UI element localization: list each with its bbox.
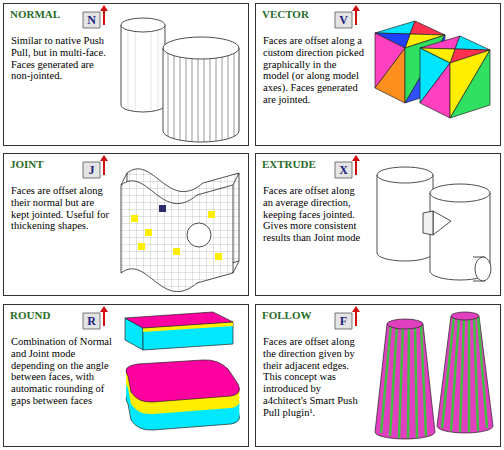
round-illustration bbox=[125, 312, 239, 430]
vector-illustration bbox=[375, 21, 490, 118]
panel-title: FOLLOW bbox=[262, 309, 312, 321]
panel-title: EXTRUDE bbox=[262, 158, 316, 170]
joint-illustration bbox=[121, 169, 239, 292]
mode-icon-letter: F bbox=[336, 314, 352, 328]
mode-panel: EXTRUDE Faces are offset along an average… bbox=[255, 153, 501, 296]
mode-description: Faces are offset along a custom directio… bbox=[263, 35, 365, 106]
extrude-illustration bbox=[377, 167, 491, 281]
panel-title: ROUND bbox=[10, 309, 50, 321]
mode-icon-letter: R bbox=[84, 314, 100, 328]
mode-description: Faces are offset along an average direct… bbox=[263, 185, 365, 244]
mode-panel: JOINT Faces are offset along their normal… bbox=[3, 153, 249, 296]
follow-illustration bbox=[375, 312, 493, 439]
mode-panel: VECTOR Faces are offset along a custom di… bbox=[255, 3, 501, 146]
mode-icon-letter: J bbox=[84, 163, 100, 177]
mode-description: Combination of Normal and Joint mode dep… bbox=[11, 336, 113, 407]
mode-panel: NORMAL Similar to native Push Pull, but i… bbox=[3, 3, 249, 146]
mode-description: Faces are offset along the direction giv… bbox=[263, 336, 365, 419]
normal-illustration bbox=[121, 18, 239, 148]
mode-panel: ROUND Combination of Normal and Joint mod… bbox=[3, 304, 249, 447]
panel-title: JOINT bbox=[10, 158, 44, 170]
mode-icon-letter: N bbox=[84, 13, 100, 27]
mode-description: Similar to native Push Pull, but in mult… bbox=[11, 35, 113, 82]
panel-title: NORMAL bbox=[10, 8, 60, 20]
mode-icon-letter: V bbox=[336, 13, 352, 27]
panel-title: VECTOR bbox=[262, 8, 309, 20]
mode-description: Faces are offset along their normal but … bbox=[11, 185, 113, 232]
mode-panel: FOLLOW Faces are offset along the directi… bbox=[255, 304, 501, 447]
mode-icon-letter: X bbox=[336, 163, 352, 177]
